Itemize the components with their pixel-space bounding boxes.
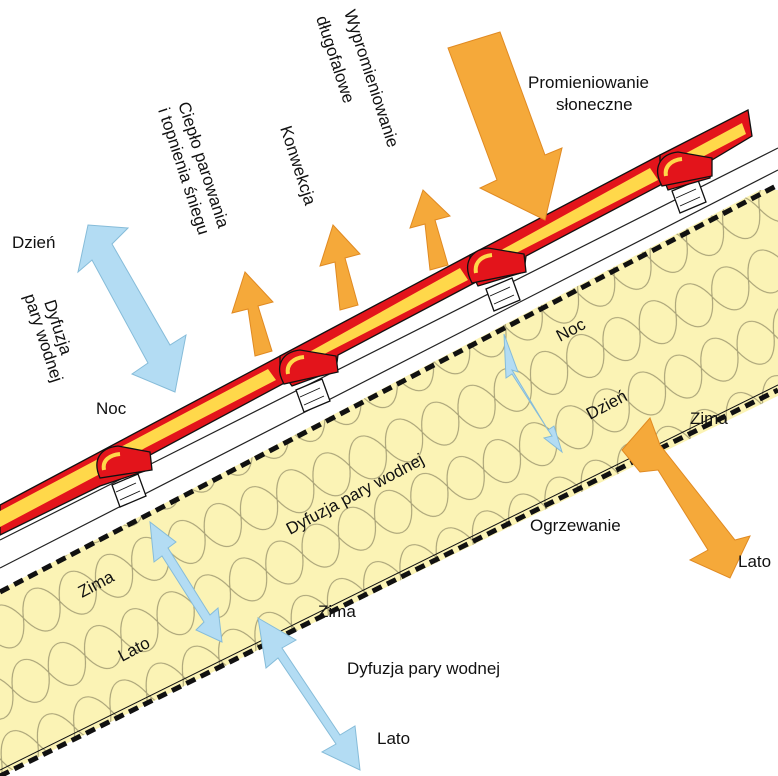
label-zima-right: Zima	[690, 409, 728, 428]
diffusion-top-arrow	[77, 224, 187, 393]
label-noc-top: Noc	[96, 399, 127, 418]
battens	[111, 179, 707, 508]
diffusion-left-arrow	[149, 520, 223, 643]
latent-heat-arrow	[231, 271, 274, 357]
solar-radiation-arrow	[447, 31, 563, 221]
label-promieniowanie-1: Promieniowanie	[528, 73, 649, 92]
label-promieniowanie-2: słoneczne	[556, 95, 633, 114]
label-konwekcja: Konwekcja	[276, 123, 320, 208]
label-zima-bottom: Zima	[318, 602, 356, 621]
diffusion-bottom-arrow	[257, 617, 361, 771]
blue-arrows	[77, 224, 563, 771]
insulation-layer	[0, 182, 778, 776]
diffusion-inner-arrow	[503, 333, 563, 454]
roof-tiles	[0, 109, 753, 536]
convection-arrow	[319, 224, 361, 311]
label-ogrzewanie: Ogrzewanie	[530, 516, 621, 535]
label-lato-bottom: Lato	[377, 729, 410, 748]
label-dzien-top: Dzień	[12, 233, 55, 252]
orange-arrows	[231, 31, 751, 579]
longwave-radiation-arrow	[409, 189, 451, 271]
label-lato-right: Lato	[738, 552, 771, 571]
label-dyfuzja-bottom: Dyfuzja pary wodnej	[347, 659, 500, 678]
heating-arrow	[621, 417, 751, 579]
